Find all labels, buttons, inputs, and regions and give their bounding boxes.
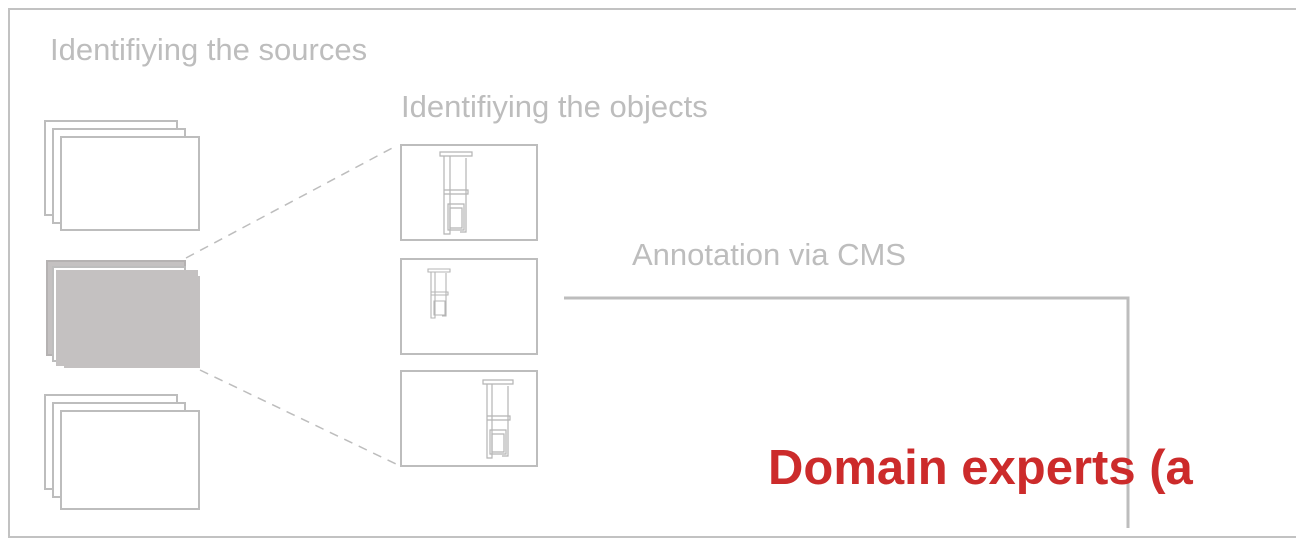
source-card-front <box>64 276 200 368</box>
annotation-bracket <box>564 296 1130 528</box>
sources-label: Identifiying the sources <box>50 32 368 67</box>
headline-text: Domain experts (a <box>768 441 1193 495</box>
object-panel-1 <box>400 144 538 241</box>
source-card-front <box>60 136 200 231</box>
fireplace-drawing-icon <box>439 151 473 235</box>
fireplace-drawing-icon <box>427 268 451 319</box>
dashed-connector-top <box>185 145 397 259</box>
objects-label: Identifiying the objects <box>401 89 708 124</box>
source-card-front <box>60 410 200 510</box>
object-panel-2 <box>400 258 538 355</box>
fireplace-drawing-icon <box>482 379 514 459</box>
object-panel-3 <box>400 370 538 467</box>
annotation-label: Annotation via CMS <box>632 237 906 272</box>
dashed-connector-bottom <box>199 369 397 465</box>
